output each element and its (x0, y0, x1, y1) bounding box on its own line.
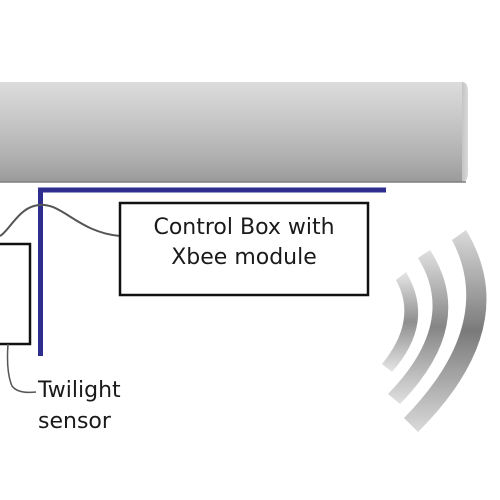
cable (0, 203, 121, 237)
wireless-signal-icon (382, 230, 487, 432)
control-box-label-line2: Xbee module (171, 245, 317, 270)
control-box (118, 201, 370, 297)
control-box-label-line1: Control Box with (153, 215, 334, 240)
sensor-leader-line (6, 343, 37, 394)
pole (0, 82, 468, 183)
twilight-sensor-box (0, 242, 32, 346)
sensor-label-line2: sensor (38, 409, 112, 434)
sensor-label-line1: Twilight (37, 378, 121, 403)
mounting-bracket (38, 187, 386, 356)
